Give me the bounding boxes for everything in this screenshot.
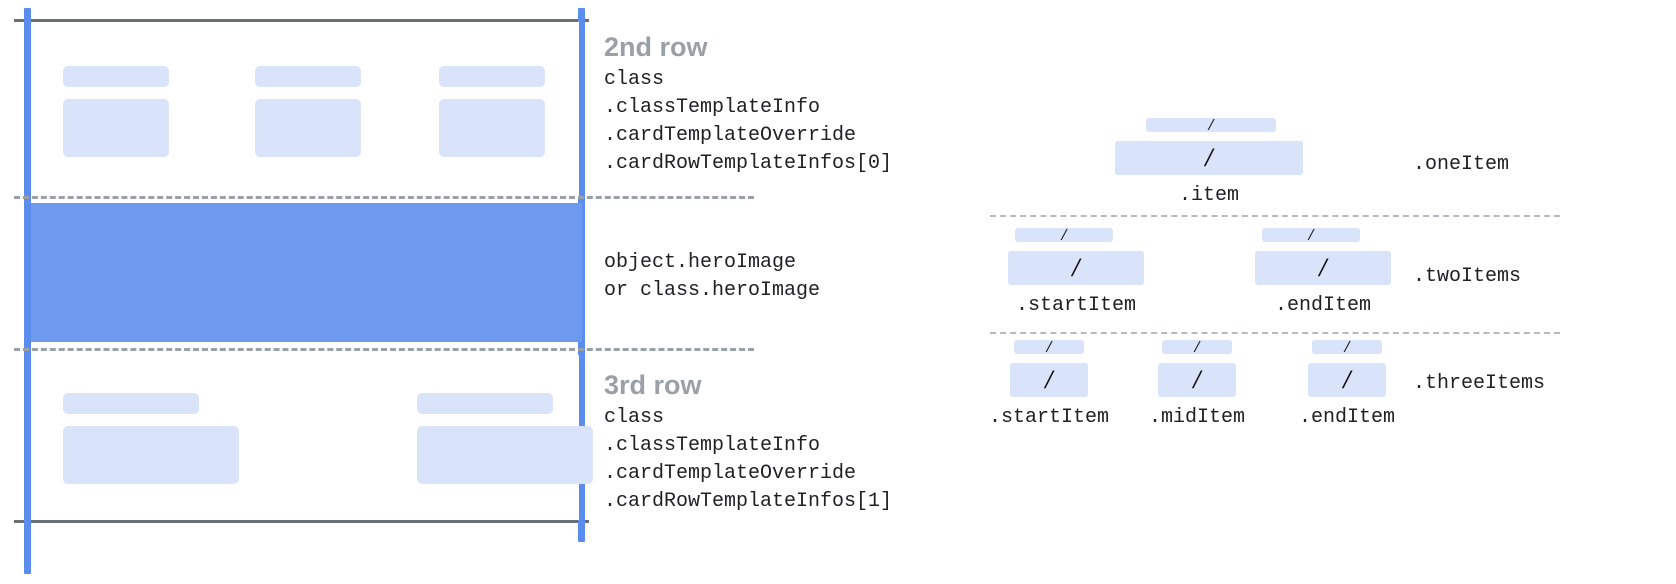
hero-image-band xyxy=(31,203,582,342)
one-item-group-label: .oneItem xyxy=(1413,153,1510,176)
item-label-bar: / xyxy=(1014,337,1084,356)
item-label-bar: / xyxy=(1262,225,1360,244)
item-caption: .startItem xyxy=(988,406,1110,429)
second-row-code-line: .classTemplateInfo xyxy=(604,96,821,119)
third-row-value-placeholder xyxy=(417,426,593,484)
second-row-label-placeholder xyxy=(255,66,361,87)
item-value-bar: / xyxy=(1115,141,1303,175)
item-caption: .endItem xyxy=(1298,406,1395,429)
third-row-code-line: .cardRowTemplateInfos[1] xyxy=(604,490,893,513)
item-value-bar: / xyxy=(1158,363,1236,397)
item-caption: .startItem xyxy=(1015,294,1137,317)
second-row-code-line: .cardTemplateOverride xyxy=(604,124,857,147)
third-row-label-placeholder xyxy=(63,393,199,414)
third-row-heading: 3rd row xyxy=(604,370,702,400)
second-row-heading: 2nd row xyxy=(604,32,708,62)
hero-code-line: object.heroImage xyxy=(604,251,797,274)
item-label-bar: / xyxy=(1162,337,1232,356)
second-row-code-line: class xyxy=(604,68,665,91)
third-row-code-line: class xyxy=(604,406,665,429)
one-item-group-divider xyxy=(990,215,1560,217)
item-label-bar: / xyxy=(1312,337,1382,356)
card-left-rail xyxy=(24,8,31,574)
item-value-bar: / xyxy=(1308,363,1386,397)
two-items-group-divider xyxy=(990,332,1560,334)
hero-code-line: or class.heroImage xyxy=(604,279,821,302)
second-row-region xyxy=(31,22,579,196)
second-row-value-placeholder xyxy=(255,99,361,157)
card-bottom-rule xyxy=(14,520,589,523)
item-label-bar: / xyxy=(1146,115,1276,134)
item-value-bar: / xyxy=(1255,251,1391,285)
hero-image-annotation: object.heroImage or class.heroImage xyxy=(604,249,820,305)
second-row-value-placeholder xyxy=(63,99,169,157)
third-row-value-placeholder xyxy=(63,426,239,484)
item-label-bar: / xyxy=(1015,225,1113,244)
second-row-label-placeholder xyxy=(63,66,169,87)
item-caption: .endItem xyxy=(1274,294,1371,317)
card-template-diagram xyxy=(0,0,754,584)
second-row-code-line: .cardRowTemplateInfos[0] xyxy=(604,152,893,175)
third-row-code-line: .classTemplateInfo xyxy=(604,434,821,457)
three-items-group-label: .threeItems xyxy=(1413,372,1546,395)
item-value-bar: / xyxy=(1010,363,1088,397)
second-row-divider xyxy=(14,196,754,199)
third-row-annotation: 3rd row class .classTemplateInfo .cardTe… xyxy=(604,368,892,516)
second-row-annotation: 2nd row class .classTemplateInfo .cardTe… xyxy=(604,30,892,178)
item-caption: .midItem xyxy=(1148,406,1245,429)
third-row-label-placeholder xyxy=(417,393,553,414)
item-value-bar: / xyxy=(1008,251,1144,285)
card-top-rule xyxy=(14,19,589,22)
third-row-region xyxy=(31,355,593,520)
item-caption: .item xyxy=(1178,184,1239,207)
two-items-group-label: .twoItems xyxy=(1413,265,1522,288)
second-row-value-placeholder xyxy=(439,99,545,157)
second-row-label-placeholder xyxy=(439,66,545,87)
third-row-code-line: .cardTemplateOverride xyxy=(604,462,857,485)
row-item-layouts-diagram: / / .item .oneItem / / .startItem / / .e… xyxy=(960,0,1676,584)
hero-image-divider xyxy=(14,348,754,351)
